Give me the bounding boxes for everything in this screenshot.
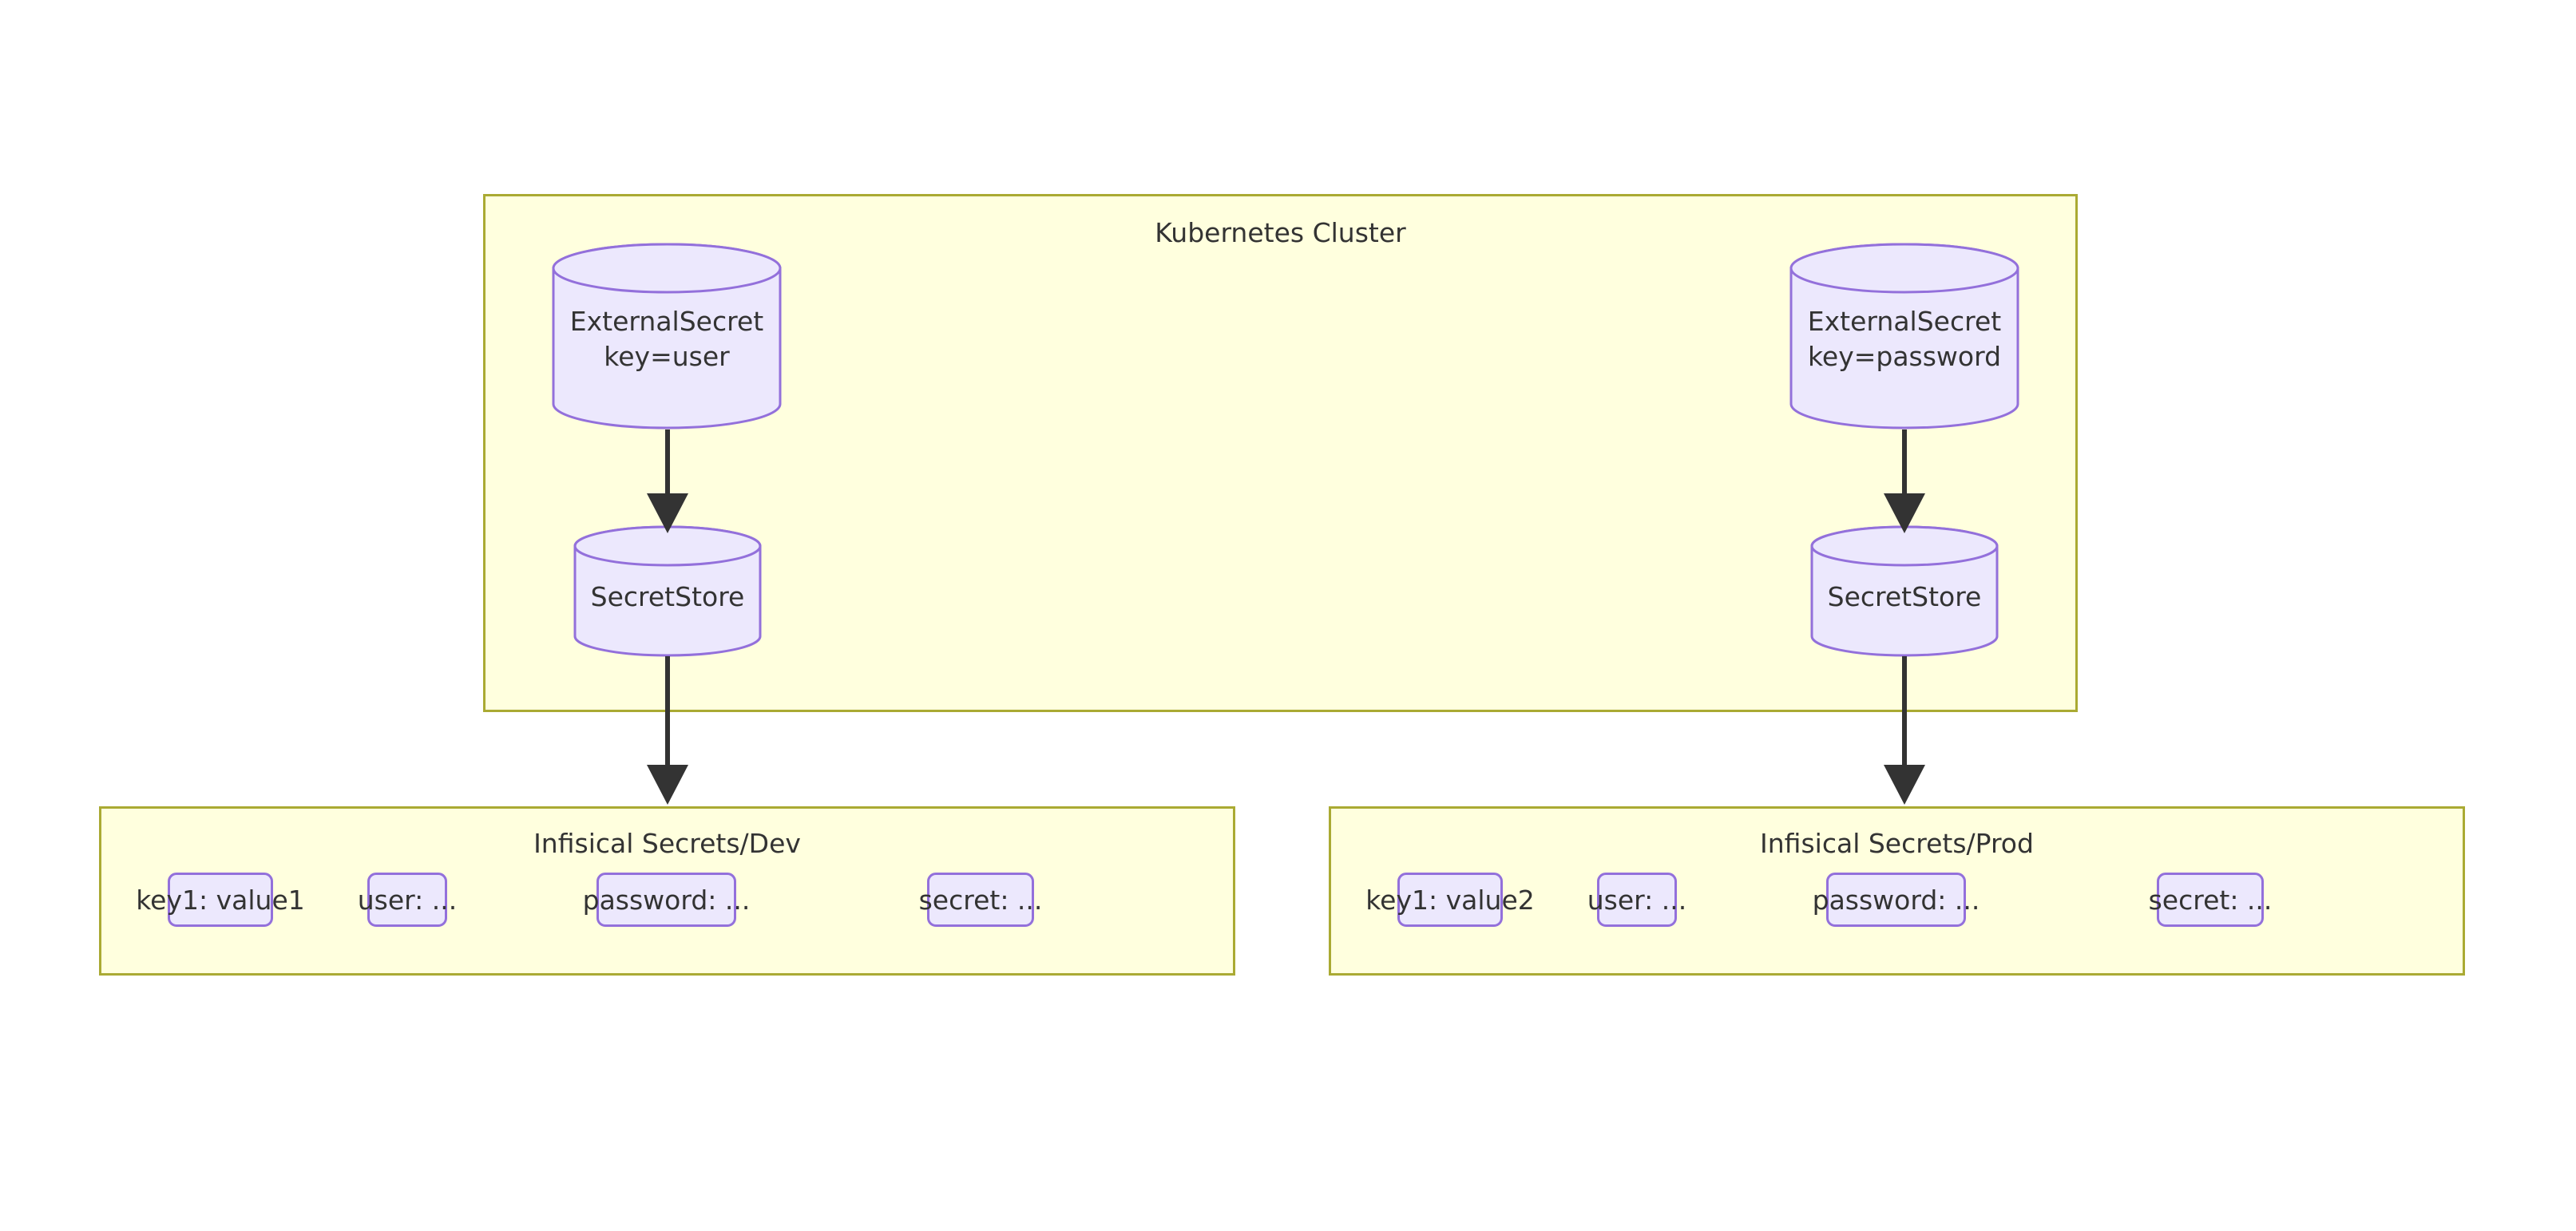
node-external-secret-user[interactable]: ExternalSecret key=user: [551, 242, 783, 430]
chip-dev-password[interactable]: password: ...: [583, 873, 750, 927]
node-secret-store-dev[interactable]: SecretStore: [573, 525, 763, 657]
node-secret-store-prod[interactable]: SecretStore: [1809, 525, 1999, 657]
chip-label: secret: ...: [2148, 884, 2273, 916]
subgraph-title-infisical-secrets-dev: Infisical Secrets/Dev: [533, 828, 801, 859]
chip-dev-user[interactable]: user: ...: [358, 873, 457, 927]
node-external-secret-password[interactable]: ExternalSecret key=password: [1789, 242, 2020, 430]
cylinder-shape-icon: [552, 243, 782, 429]
chip-label: password: ...: [1812, 884, 1980, 916]
chip-label: password: ...: [582, 884, 751, 916]
chip-label: key1: value2: [1365, 884, 1535, 916]
subgraph-infisical-secrets-dev: Infisical Secrets/Dev key1: value1 user:…: [99, 806, 1235, 976]
chip-prod-password[interactable]: password: ...: [1813, 873, 1980, 927]
subgraph-title-infisical-secrets-prod: Infisical Secrets/Prod: [1760, 828, 2034, 859]
cylinder-shape-icon: [1810, 525, 1999, 657]
chip-label: secret: ...: [918, 884, 1043, 916]
chip-prod-user[interactable]: user: ...: [1587, 873, 1686, 927]
chip-dev-secret[interactable]: secret: ...: [919, 873, 1042, 927]
subgraph-infisical-secrets-prod: Infisical Secrets/Prod key1: value2 user…: [1329, 806, 2465, 976]
subgraph-title-kubernetes-cluster: Kubernetes Cluster: [1155, 217, 1406, 248]
chip-label: user: ...: [1587, 884, 1687, 916]
chip-label: key1: value1: [136, 884, 305, 916]
cylinder-shape-icon: [1789, 243, 2019, 429]
chip-label: user: ...: [357, 884, 458, 916]
cylinder-shape-icon: [573, 525, 762, 657]
chip-prod-key1[interactable]: key1: value2: [1365, 873, 1535, 927]
chip-prod-secret[interactable]: secret: ...: [2149, 873, 2272, 927]
chip-dev-key1[interactable]: key1: value1: [136, 873, 305, 927]
